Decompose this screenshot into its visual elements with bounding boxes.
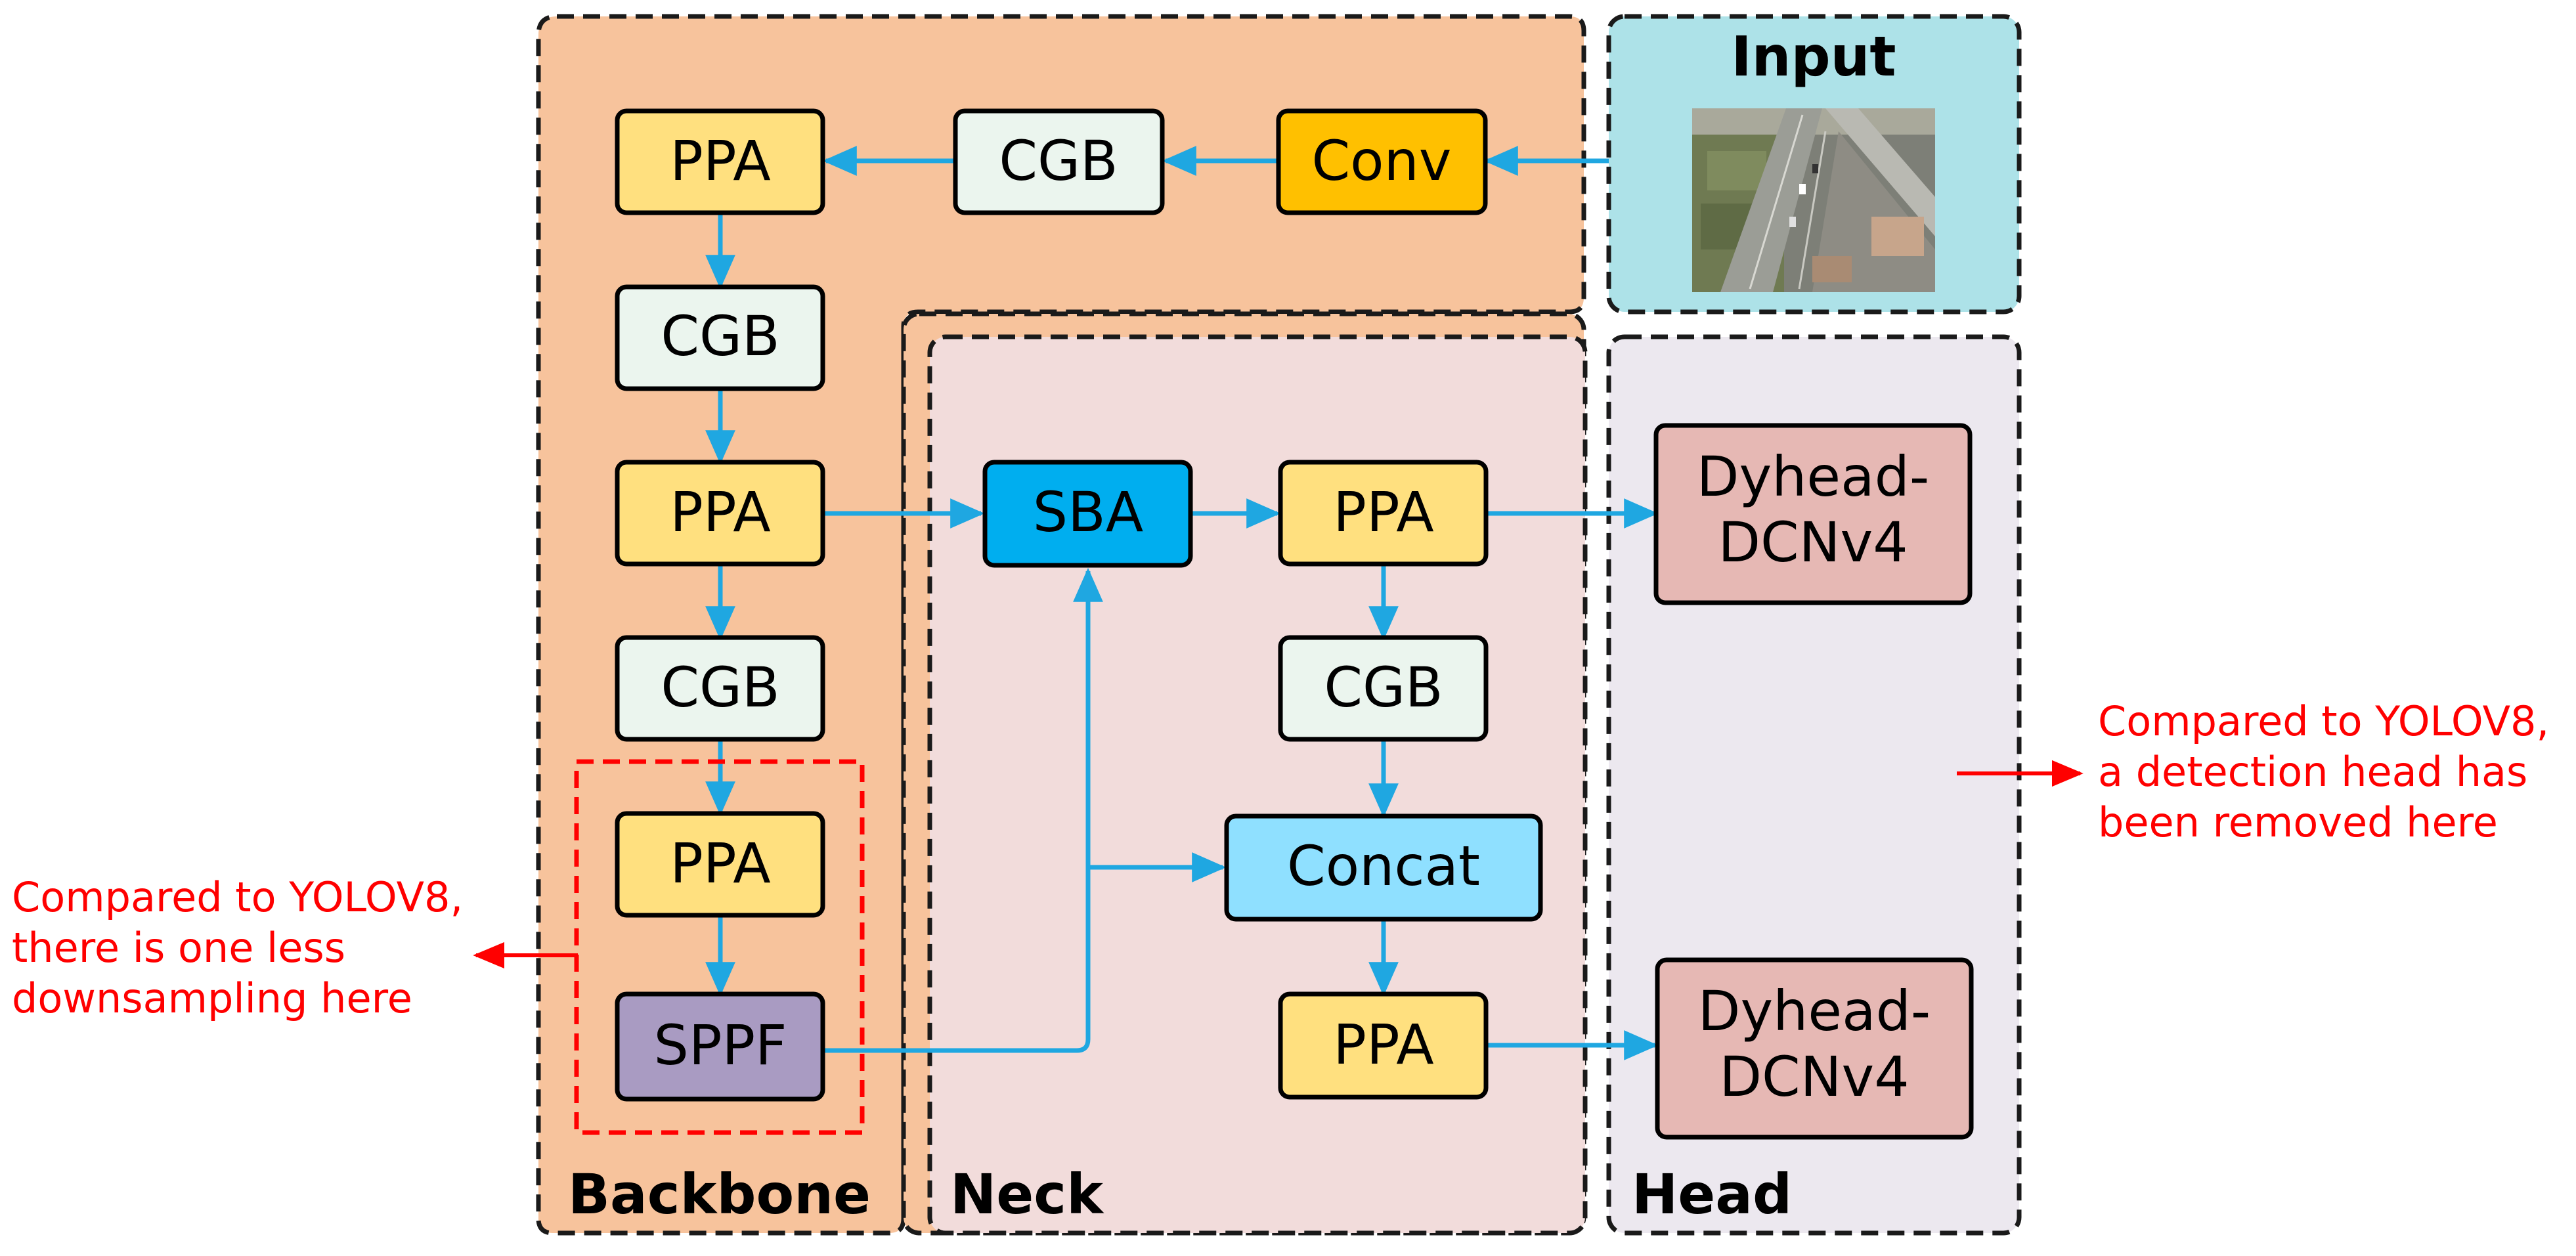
sppf-block: SPPF <box>615 991 825 1102</box>
neck-cgb-block: CGB <box>1278 635 1489 742</box>
cgb-3-label: CGB <box>661 655 779 720</box>
concat-label: Concat <box>1287 834 1480 898</box>
left-annotation-line3: downsampling here <box>12 974 412 1022</box>
left-annotation-line1: Compared to YOLOV8, <box>12 873 463 921</box>
arrows <box>705 146 1659 1060</box>
input-image <box>1692 108 1935 292</box>
neck-ppa-block-bottom: PPA <box>1278 991 1489 1100</box>
right-annotation-line1: Compared to YOLOV8, <box>2098 697 2549 745</box>
neck-ppa-block-top: PPA <box>1278 460 1489 567</box>
ppa-2-label: PPA <box>670 480 770 544</box>
right-annotation: Compared to YOLOV8, a detection head has… <box>1957 697 2549 846</box>
head-title: Head <box>1632 1162 1792 1226</box>
ppa-3-label: PPA <box>670 831 770 896</box>
sba-block: SBA <box>982 460 1193 568</box>
cgb-top-label: CGB <box>999 129 1118 193</box>
left-annotation: Compared to YOLOV8, there is one less do… <box>12 873 578 1022</box>
conv-block: Conv <box>1276 108 1488 215</box>
sba-label: SBA <box>1033 480 1143 544</box>
ppa-block-1: PPA <box>615 108 825 215</box>
backbone-title: Backbone <box>568 1162 871 1226</box>
neck-ppa-bottom-label: PPA <box>1333 1012 1433 1077</box>
dyhead-top-line2: DCNv4 <box>1718 510 1908 574</box>
neck-title: Neck <box>950 1162 1104 1226</box>
neck-ppa-top-label: PPA <box>1333 480 1433 544</box>
ppa-block-2: PPA <box>615 460 825 567</box>
cgb-2-label: CGB <box>661 304 779 368</box>
dyhead-block-bottom: Dyhead- DCNv4 <box>1655 957 1974 1140</box>
ppa-block-3: PPA <box>615 811 825 918</box>
dyhead-block-top: Dyhead- DCNv4 <box>1653 423 1973 605</box>
input-title: Input <box>1731 24 1896 89</box>
arrow-sppf-to-sba <box>822 567 1103 1053</box>
right-annotation-line3: been removed here <box>2098 798 2498 846</box>
concat-block: Concat <box>1224 813 1543 922</box>
downsampling-highlight <box>574 759 865 1135</box>
ppa-1-label: PPA <box>670 129 770 193</box>
sppf-label: SPPF <box>654 1013 787 1077</box>
dyhead-top-line1: Dyhead- <box>1697 444 1929 509</box>
cgb-block-2: CGB <box>615 284 825 391</box>
right-annotation-line2: a detection head has <box>2098 748 2527 796</box>
cgb-block-top: CGB <box>953 108 1165 215</box>
neck-cgb-label: CGB <box>1324 655 1443 720</box>
cgb-block-3: CGB <box>615 635 825 742</box>
dyhead-bottom-line1: Dyhead- <box>1698 979 1931 1043</box>
conv-label: Conv <box>1312 129 1452 193</box>
left-annotation-line2: there is one less <box>12 924 345 972</box>
dyhead-bottom-line2: DCNv4 <box>1719 1045 1909 1109</box>
